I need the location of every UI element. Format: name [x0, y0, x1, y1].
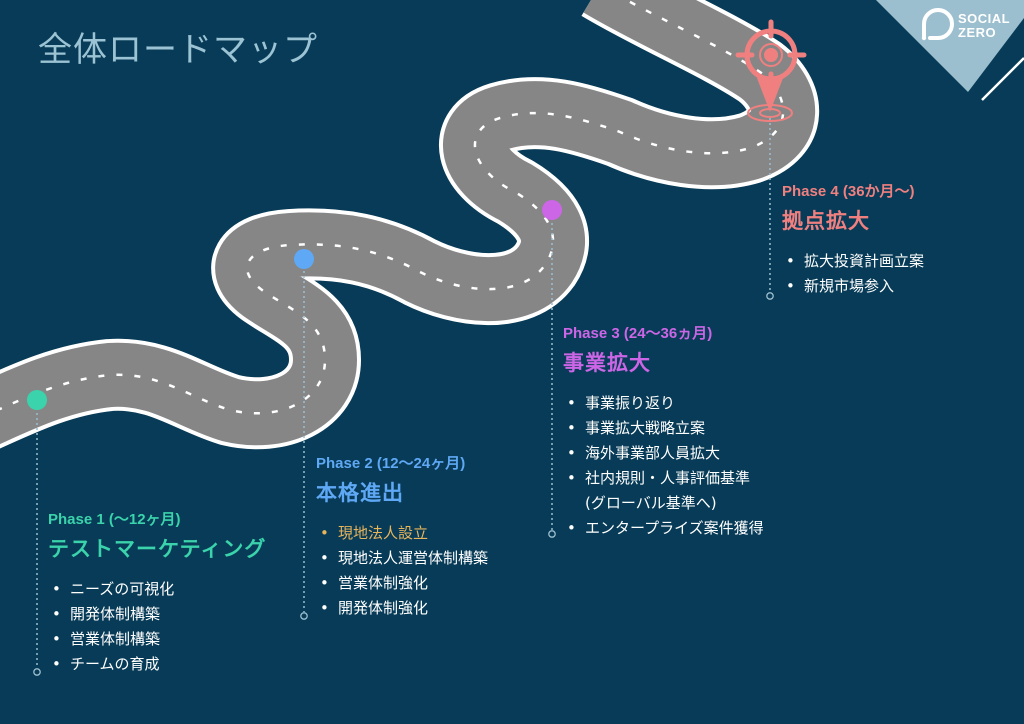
phase-4-title: 拠点拡大 [782, 209, 870, 233]
phase-2-label: Phase 2 (12〜24ヶ月) [316, 455, 466, 472]
list-item: •現地法人運営体制構築 [320, 549, 489, 567]
phase-1-block: Phase 1 (〜12ヶ月) テストマーケティング •ニーズの可視化 •開発体… [48, 508, 266, 677]
list-item-highlighted: •現地法人設立 [320, 524, 429, 542]
phase1-milestone-dot [27, 390, 47, 410]
list-item: •海外事業部人員拡大 [567, 444, 721, 462]
logo-line-1: SOCIAL [958, 11, 1011, 26]
list-item: •拡大投資計画立案 [786, 252, 925, 270]
phase-4-label: Phase 4 (36か月〜) [782, 183, 915, 200]
page-title: 全体ロードマップ [38, 30, 318, 70]
phase-2-block: Phase 2 (12〜24ヶ月) 本格進出 •現地法人設立 •現地法人運営体制… [316, 452, 488, 621]
phase-3-list: •事業振り返り •事業拡大戦略立案 •海外事業部人員拡大 •社内規則・人事評価基… [563, 391, 764, 541]
list-item: •エンタープライズ案件獲得 [567, 519, 764, 537]
phase-2-title: 本格進出 [316, 481, 404, 505]
phase-3-title: 事業拡大 [563, 351, 651, 375]
phase-4-block: Phase 4 (36か月〜) 拠点拡大 •拡大投資計画立案 •新規市場参入 [782, 180, 924, 299]
list-item: •チームの育成 [52, 655, 160, 673]
logo-line-2: ZERO [958, 25, 997, 40]
phase-1-list: •ニーズの可視化 •開発体制構築 •営業体制構築 •チームの育成 [48, 577, 266, 677]
list-item: •営業体制構築 [52, 630, 161, 648]
phase-1-title: テストマーケティング [48, 537, 267, 561]
phase-4-list: •拡大投資計画立案 •新規市場参入 [782, 249, 924, 299]
phase-1-label: Phase 1 (〜12ヶ月) [48, 511, 181, 528]
phase2-milestone-dot [294, 249, 314, 269]
social-zero-logo: SOCIAL ZERO [958, 12, 1010, 40]
list-item: •事業振り返り [567, 394, 676, 412]
list-item: •社内規則・人事評価基準 [567, 469, 751, 487]
list-item: •事業拡大戦略立案 [567, 419, 706, 437]
list-item: •営業体制強化 [320, 574, 429, 592]
logo-panel [876, 0, 1024, 101]
phase-3-label: Phase 3 (24〜36ヵ月) [563, 325, 713, 342]
phase-2-list: •現地法人設立 •現地法人運営体制構築 •営業体制強化 •開発体制強化 [316, 521, 488, 621]
list-item: •開発体制構築 [52, 605, 161, 623]
list-item-continuation: (グローバル基準へ) [585, 494, 717, 512]
list-item: •新規市場参入 [786, 277, 895, 295]
target-pin-icon [735, 19, 807, 122]
list-item: •ニーズの可視化 [52, 580, 175, 598]
phase-3-block: Phase 3 (24〜36ヵ月) 事業拡大 •事業振り返り •事業拡大戦略立案… [563, 322, 764, 541]
list-item: •開発体制強化 [320, 599, 429, 617]
phase3-milestone-dot [542, 200, 562, 220]
